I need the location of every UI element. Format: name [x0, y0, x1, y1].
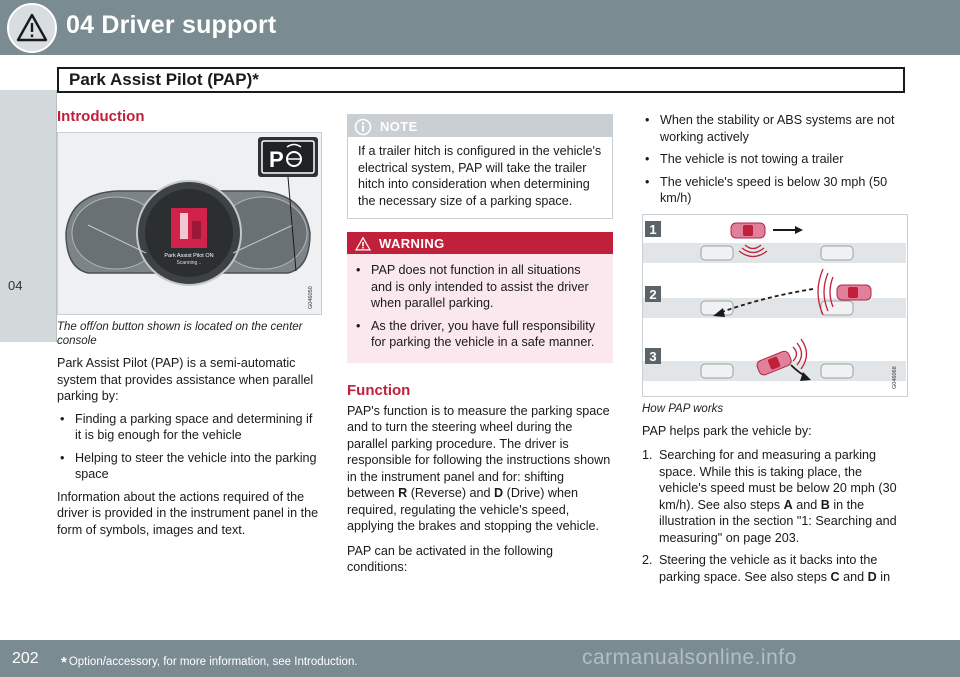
list-item: As the driver, you have full responsibil… [353, 318, 605, 351]
page-number: 202 [12, 650, 39, 667]
note-text: If a trailer hitch is configured in the … [358, 144, 602, 208]
warning-triangle-icon [355, 236, 371, 251]
column-2: NOTE If a trailer hitch is configured in… [347, 114, 613, 576]
warning-triangle-icon [7, 3, 57, 53]
step-label: 2 [649, 287, 656, 302]
instrument-panel-illustration: Park Assist Pilot ON Scanning .. P G0460… [65, 137, 318, 309]
side-tab-label: 04 [8, 278, 23, 293]
pap-steps-figure: 1 2 3 [642, 213, 908, 397]
list-item: The vehicle's speed is below 30 mph (50 … [642, 174, 908, 207]
intro-paragraph: Park Assist Pilot (PAP) is a semi-automa… [57, 356, 314, 403]
warning-label: WARNING [379, 236, 445, 251]
function-paragraph: PAP's function is to measure the parking… [347, 403, 611, 534]
list-item: The vehicle is not towing a trailer [642, 151, 908, 168]
page-footer: 202 *Option/accessory, for more informat… [0, 640, 960, 677]
note-label: NOTE [380, 119, 418, 134]
warning-box: WARNING PAP does not function in all sit… [347, 232, 613, 363]
footer-note: *Option/accessory, for more information,… [61, 654, 358, 671]
svg-text:P: P [269, 147, 284, 172]
watermark: carmanualsonline.info [582, 646, 797, 669]
section-title: Park Assist Pilot (PAP)* [69, 70, 259, 89]
introduction-heading: Introduction [57, 108, 145, 125]
step-label: 1 [649, 222, 656, 237]
note-header: NOTE [348, 115, 612, 137]
list-item: 2.Steering the vehicle as it backs into … [642, 553, 891, 584]
chapter-side-tab: 04 [0, 90, 57, 342]
pap-button-icon: P [258, 137, 318, 177]
note-box: NOTE If a trailer hitch is configured in… [347, 114, 613, 219]
dashboard-status-subtext: Scanning .. [176, 260, 201, 266]
warning-list: PAP does not function in all situations … [353, 262, 605, 351]
list-item: Helping to steer the vehicle into the pa… [57, 450, 322, 483]
step-label: 3 [649, 349, 656, 364]
figure-caption: The off/on button shown is located on th… [57, 321, 303, 347]
figure-code: G046050 [308, 286, 314, 309]
instrument-panel-figure: Park Assist Pilot ON Scanning .. P G0460… [57, 132, 322, 315]
steps-intro: PAP helps park the vehicle by: [642, 423, 812, 438]
dashboard-status-text: Park Assist Pilot ON [164, 253, 213, 259]
conditions-list: When the stability or ABS systems are no… [642, 112, 908, 207]
steps-list: 1.Searching for and measuring a parking … [642, 447, 908, 585]
chapter-title: 04 Driver support [66, 11, 277, 39]
figure-caption: How PAP works [642, 402, 724, 415]
chapter-header: 04 Driver support [0, 0, 960, 55]
warning-header: WARNING [347, 232, 613, 254]
section-title-bar: Park Assist Pilot (PAP)* [57, 67, 905, 93]
list-item: When the stability or ABS systems are no… [642, 112, 908, 145]
list-item: 1.Searching for and measuring a parking … [642, 448, 897, 545]
column-3: When the stability or ABS systems are no… [642, 112, 908, 591]
figure-code: G046068 [892, 366, 898, 389]
info-icon [354, 118, 372, 136]
pap-steps-illustration: 1 2 3 [643, 220, 906, 389]
function-heading: Function [347, 381, 411, 399]
intro-bullet-list: Finding a parking space and determining … [57, 411, 322, 483]
intro-paragraph-2: Information about the actions required o… [57, 489, 319, 537]
list-item: PAP does not function in all situations … [353, 262, 605, 312]
list-item: Finding a parking space and determining … [57, 411, 322, 444]
activation-paragraph: PAP can be activated in the following co… [347, 543, 554, 575]
column-1: Introduction Park Assist Pilot ON Scanni… [57, 108, 322, 538]
